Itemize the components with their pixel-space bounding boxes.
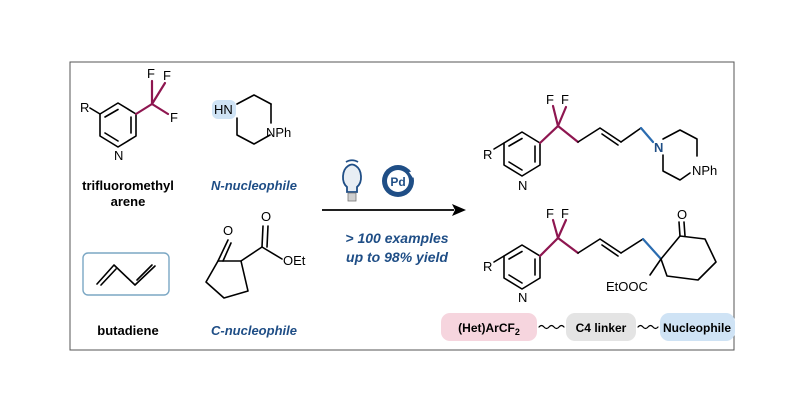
pyridine-n-label: N xyxy=(518,290,527,305)
fluorine-label: F xyxy=(561,92,569,107)
ester-label: EtOOC xyxy=(606,279,648,294)
fluorine-label: F xyxy=(561,206,569,221)
nucleophile-pill-label: Nucleophile xyxy=(663,321,731,335)
nucleophile-pill: Nucleophile xyxy=(660,313,735,341)
wavy-connector xyxy=(538,324,565,330)
pyridine-n-label: N xyxy=(518,178,527,193)
nh-highlight xyxy=(212,100,236,119)
nph-label: NPh xyxy=(266,125,291,140)
examples-count-text: > 100 examples xyxy=(345,230,448,246)
light-bulb-icon xyxy=(342,159,362,202)
butadiene-label: butadiene xyxy=(97,323,158,338)
aryl-pill: (Het)ArCF2 xyxy=(441,313,537,341)
oet-label: OEt xyxy=(283,253,306,268)
pd-label: Pd xyxy=(390,175,405,189)
arene-label-line1: trifluoromethyl xyxy=(82,178,174,193)
nh-label: HN xyxy=(214,102,233,117)
linked-n-label: N xyxy=(654,140,663,155)
fluorine-label: F xyxy=(147,66,155,81)
nph-label: NPh xyxy=(692,163,717,178)
butadiene-box xyxy=(82,252,170,296)
n-nucleophile-structure: HN NPh xyxy=(212,94,291,145)
butadiene-structure xyxy=(82,252,170,296)
fluorine-label: F xyxy=(163,68,171,83)
ester-o-label: O xyxy=(261,209,271,224)
trifluoromethyl-arene-structure: R N F F F xyxy=(80,66,178,163)
linker-pill-label: C4 linker xyxy=(576,321,627,335)
r-group-label: R xyxy=(483,147,492,162)
pyridine-n-label: N xyxy=(114,148,123,163)
r-group-label: R xyxy=(80,100,89,115)
ketone-o-label: O xyxy=(223,223,233,238)
reaction-arrow xyxy=(322,204,466,216)
fluorine-label: F xyxy=(170,110,178,125)
fluorine-label: F xyxy=(546,92,554,107)
fluorine-label: F xyxy=(546,206,554,221)
aryl-pill-label: (Het)ArCF2 xyxy=(458,321,520,337)
linker-pill: C4 linker xyxy=(566,313,636,341)
ketone-o-label: O xyxy=(677,207,687,222)
n-nucleophile-label: N-nucleophile xyxy=(211,178,297,193)
yield-text: up to 98% yield xyxy=(346,249,448,265)
arene-label-line2: arene xyxy=(111,194,146,209)
product-ketone-structure: R N F F O EtOOC xyxy=(483,206,717,305)
r-group-label: R xyxy=(483,259,492,274)
scheme-frame xyxy=(69,61,735,351)
product-amine-structure: R N F F N NPh xyxy=(483,92,717,193)
palladium-catalyst-icon: Pd xyxy=(382,165,417,197)
c-nucleophile-structure: O O OEt xyxy=(205,209,306,299)
wavy-connector xyxy=(637,324,659,330)
c-nucleophile-label: C-nucleophile xyxy=(211,323,297,338)
